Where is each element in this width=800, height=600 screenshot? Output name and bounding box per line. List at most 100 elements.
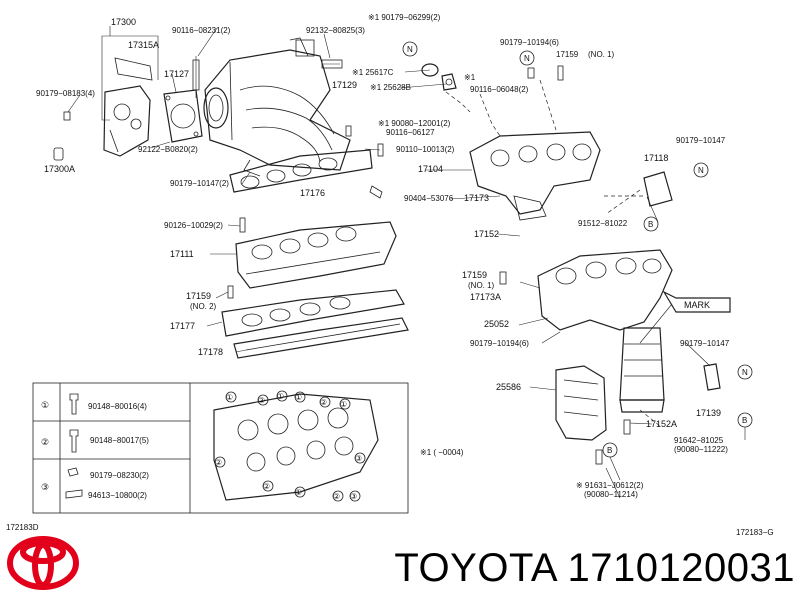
gasket-17178 [233,317,409,359]
label-17152A: 17152A [646,419,677,429]
lower-intake-manifold [227,217,397,299]
label-90404-53076: 90404−53076 [404,194,454,203]
label-no2: (NO. 2) [190,302,217,311]
bracket-17139 [595,363,721,465]
label-91512-81022: 91512−81022 [578,219,628,228]
label-17159-mid: 17159 [462,270,487,280]
gasket-ref-2d: ② [263,482,270,491]
label-17173: 17173 [464,193,489,203]
label-90080-11222: (90080−11222) [674,445,728,454]
label-90179-08183: 90179−08183(4) [36,89,95,98]
label-90110-10013: 90110−10013(2) [396,145,455,154]
gasket-ref-3b: ③ [355,454,362,463]
label-no1-top: (NO. 1) [588,50,615,59]
gasket-ref-2c: ② [215,458,222,467]
label-17178: 17178 [198,347,223,357]
callouts [402,41,753,458]
gaskets-25617C-25628B [421,63,471,113]
label-25628B: ※1 25628B [370,83,411,92]
label-fig-left: 172183D [6,523,39,532]
gasket-ref-1b: ① [277,392,284,401]
label-mark: MARK [684,300,710,310]
label-17173A: 17173A [470,292,501,302]
label-17315A: 17315A [128,40,159,50]
label-90116-06048: 90116−06048(2) [470,85,529,94]
gasket-ref-2a: ② [258,396,265,405]
legend-part-3b: 94613−10800(2) [88,491,147,500]
heat-insulator-25586 [555,365,607,441]
toyota-logo-icon [7,536,79,590]
label-90179-10194-6b: 90179−10194(6) [470,339,529,348]
label-star-note: ※1 ( −0004) [420,448,464,457]
brand-part-title: TOYOTA 1710120031 [370,540,795,596]
intake-chamber-group [53,26,159,161]
label-fig-right: 172183−G [736,528,774,537]
callout-n-4: N [742,368,748,377]
gasket-ref-1e: ① [295,488,302,497]
brand-name: TOYOTA [394,546,556,590]
label-17104: 17104 [418,164,443,174]
legend-part-3a: 90179−08230(2) [90,471,149,480]
callout-n-1: N [407,45,413,54]
label-17118: 17118 [644,153,668,163]
label-25052: 25052 [484,319,509,329]
gasket-17176 [229,149,373,193]
logo-vertical-ring [32,542,54,588]
callout-b-2: B [742,416,747,425]
label-91631-J0612: ※ 91631−J0612(2) [576,481,644,490]
gasket-17177 [221,289,405,337]
gasket-ref-1c: ① [295,393,302,402]
part-number: 1710120031 [567,546,795,590]
label-90179-06299: ※1 90179−06299(2) [368,13,441,22]
legend-num-1: ① [41,400,49,410]
label-17152: 17152 [474,229,499,239]
label-92122-B0820: 92122−B0820(2) [138,145,198,154]
label-90080-11214: (90080−11214) [584,490,638,499]
label-25586: 25586 [496,382,521,392]
label-17139: 17139 [696,408,721,418]
label-90116-08231: 90116−08231(2) [172,26,231,35]
gasket-ref-1a: ① [226,393,233,402]
upper-intake-manifold [192,37,351,177]
label-90179-10147-right: 90179−10147 [676,136,726,145]
label-90116-06127: 90116−06127 [386,128,435,137]
label-17159-top: 17159 [556,50,579,59]
label-17177: 17177 [170,321,195,331]
gasket-ref-2e: ② [333,492,340,501]
label-17159-no2: 17159 [186,291,211,301]
legend-table [32,382,409,514]
legend-num-3: ③ [41,482,49,492]
legend-part-2: 90148−80017(5) [90,436,149,445]
label-17176: 17176 [300,188,325,198]
gasket-ref-1d: ① [340,400,347,409]
label-90126-10029: 90126−10029(2) [164,221,223,230]
label-90179-10147-b: 90179−10147 [680,339,730,348]
label-91642-81025: 91642−81025 [674,436,724,445]
callout-b-1: B [648,220,653,229]
callout-b-3: B [607,446,612,455]
bolts-90110 [345,125,384,199]
label-no1-mid: (NO. 1) [468,281,495,290]
legend-num-2: ② [41,437,49,447]
gasket-92122 [163,89,203,143]
gasket-ref-3a: ③ [350,492,357,501]
label-90179-10147-2: 90179−10147(2) [170,179,229,188]
label-17129: 17129 [332,80,357,90]
legend-part-1: 90148−80016(4) [88,402,147,411]
label-92132-80825: 92132−80825(3) [306,26,365,35]
label-star1: ※1 [464,73,476,82]
label-25617C: ※1 25617C [352,68,394,77]
label-90080-12001: ※1 90080−12001(2) [378,119,451,128]
leader-lines [67,27,746,499]
exhaust-manifold-17104 [469,65,601,221]
callout-n-3: N [698,166,704,175]
label-17300A: 17300A [44,164,75,174]
callout-n-2: N [524,54,530,63]
exhaust-manifold-lower [499,249,731,413]
label-17127: 17127 [164,69,189,79]
label-17300: 17300 [111,17,136,27]
gasket-ref-2b: ② [320,398,327,407]
label-17111: 17111 [170,249,194,259]
label-90179-10194-6: 90179−10194(6) [500,38,559,47]
